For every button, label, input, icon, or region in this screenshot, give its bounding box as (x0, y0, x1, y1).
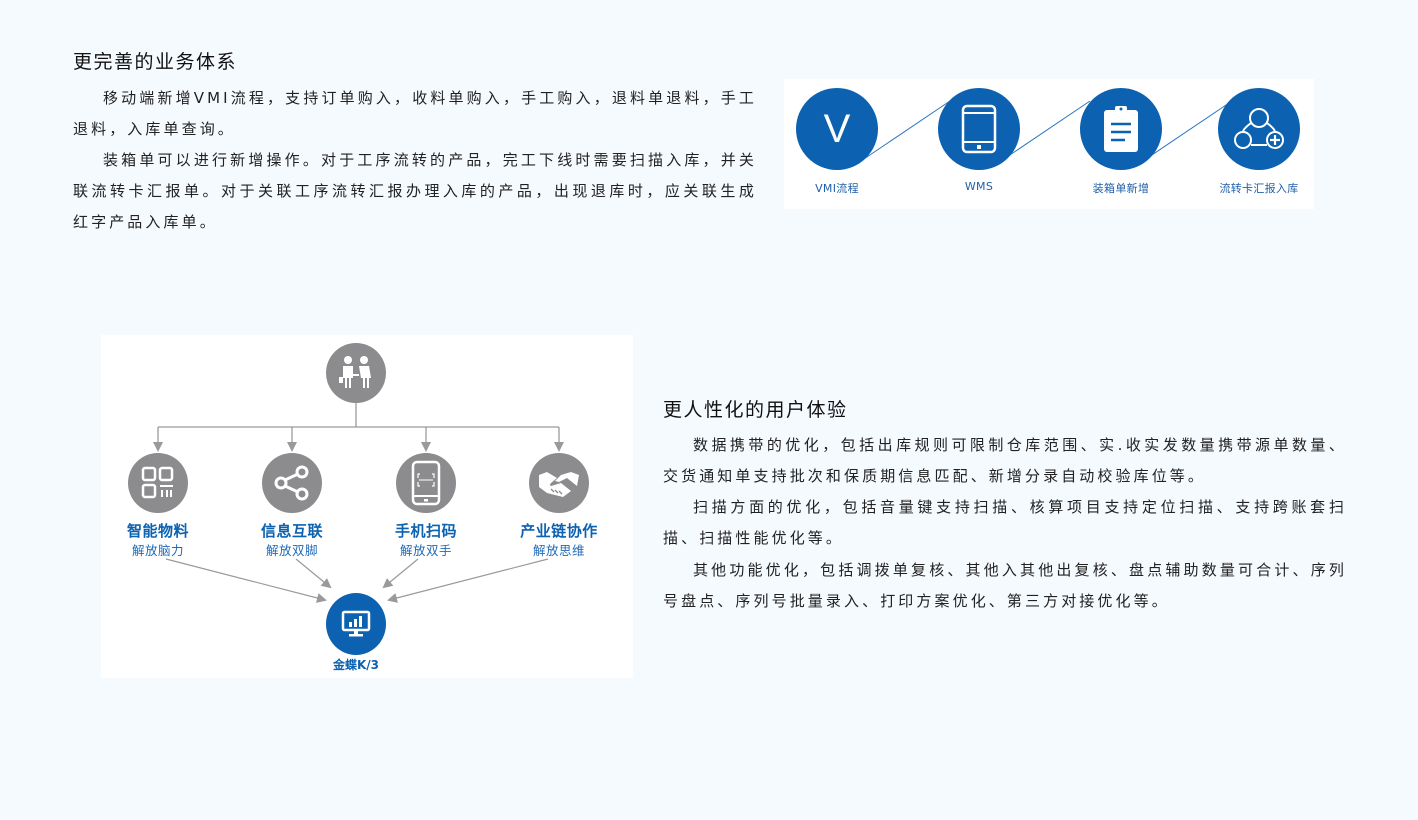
process-label-flow-card: 流转卡汇报入库 (1219, 182, 1299, 195)
network-add-icon (1234, 108, 1284, 149)
feature-node-supply-chain (529, 453, 589, 513)
k3-label: 金蝶K/3 (332, 658, 380, 672)
process-step-packing (1080, 88, 1162, 170)
feature-subtitle-supply-chain: 解放思维 (532, 543, 585, 558)
share-icon (274, 465, 309, 501)
clipboard-icon (1104, 106, 1138, 152)
handshake-icon (539, 472, 579, 497)
process-flow-diagram: V VMI流程 WMS 装箱单新 (784, 79, 1314, 209)
feature-title-smart-material: 智能物料 (126, 522, 189, 540)
paragraph-scan: 扫描方面的优化，包括音量键支持扫描、核算项目支持定位扫描、支持跨账套扫描、扫描性… (663, 498, 1347, 547)
paragraph-vmi: 移动端新增VMI流程，支持订单购入，收料单购入，手工购入，退料单退料，手工退料，… (73, 89, 757, 138)
k3-node (326, 593, 386, 655)
feature-subtitle-phone-scan: 解放双手 (399, 543, 452, 558)
process-step-vmi: V (796, 88, 878, 170)
feature-node-smart-material (128, 453, 188, 513)
process-step-wms (938, 88, 1020, 170)
process-label-vmi: VMI流程 (815, 182, 859, 195)
feature-title-info-link: 信息互联 (260, 522, 323, 540)
feature-node-phone-scan (396, 453, 456, 513)
feature-node-info-link (262, 453, 322, 513)
users-node (326, 343, 386, 403)
paragraph-other: 其他功能优化，包括调拨单复核、其他入其他出复核、盘点辅助数量可合计、序列号盘点、… (663, 561, 1347, 610)
feature-title-supply-chain: 产业链协作 (520, 522, 598, 540)
monitor-chart-icon (341, 610, 371, 637)
feature-diagram: 智能物料 解放脑力 信息互联 解放双脚 手机扫码 解放双手 产业链协作 解放思维… (101, 335, 633, 678)
section-title-user-experience: 更人性化的用户体验 (663, 399, 848, 421)
section-title-business-system: 更完善的业务体系 (73, 51, 238, 73)
paragraph-data-carry: 数据携带的优化，包括出库规则可限制仓库范围、实.收实发数量携带源单数量、交货通知… (663, 436, 1347, 485)
people-handshake-icon (339, 356, 371, 388)
feature-subtitle-info-link: 解放双脚 (265, 543, 318, 558)
feature-subtitle-smart-material: 解放脑力 (131, 543, 184, 558)
process-label-packing: 装箱单新增 (1092, 182, 1150, 195)
connector-lines (857, 100, 1233, 164)
paragraph-packing: 装箱单可以进行新增操作。对于工序流转的产品，完工下线时需要扫描入库，并关联流转卡… (73, 151, 757, 231)
letter-v-icon: V (823, 106, 851, 151)
phone-scan-icon (411, 460, 441, 506)
process-label-wms: WMS (964, 180, 994, 193)
diagram-connectors (153, 403, 564, 603)
qr-code-icon (141, 466, 174, 499)
feature-title-phone-scan: 手机扫码 (394, 522, 457, 540)
process-step-flow-card (1218, 88, 1300, 170)
tablet-icon (961, 104, 997, 154)
